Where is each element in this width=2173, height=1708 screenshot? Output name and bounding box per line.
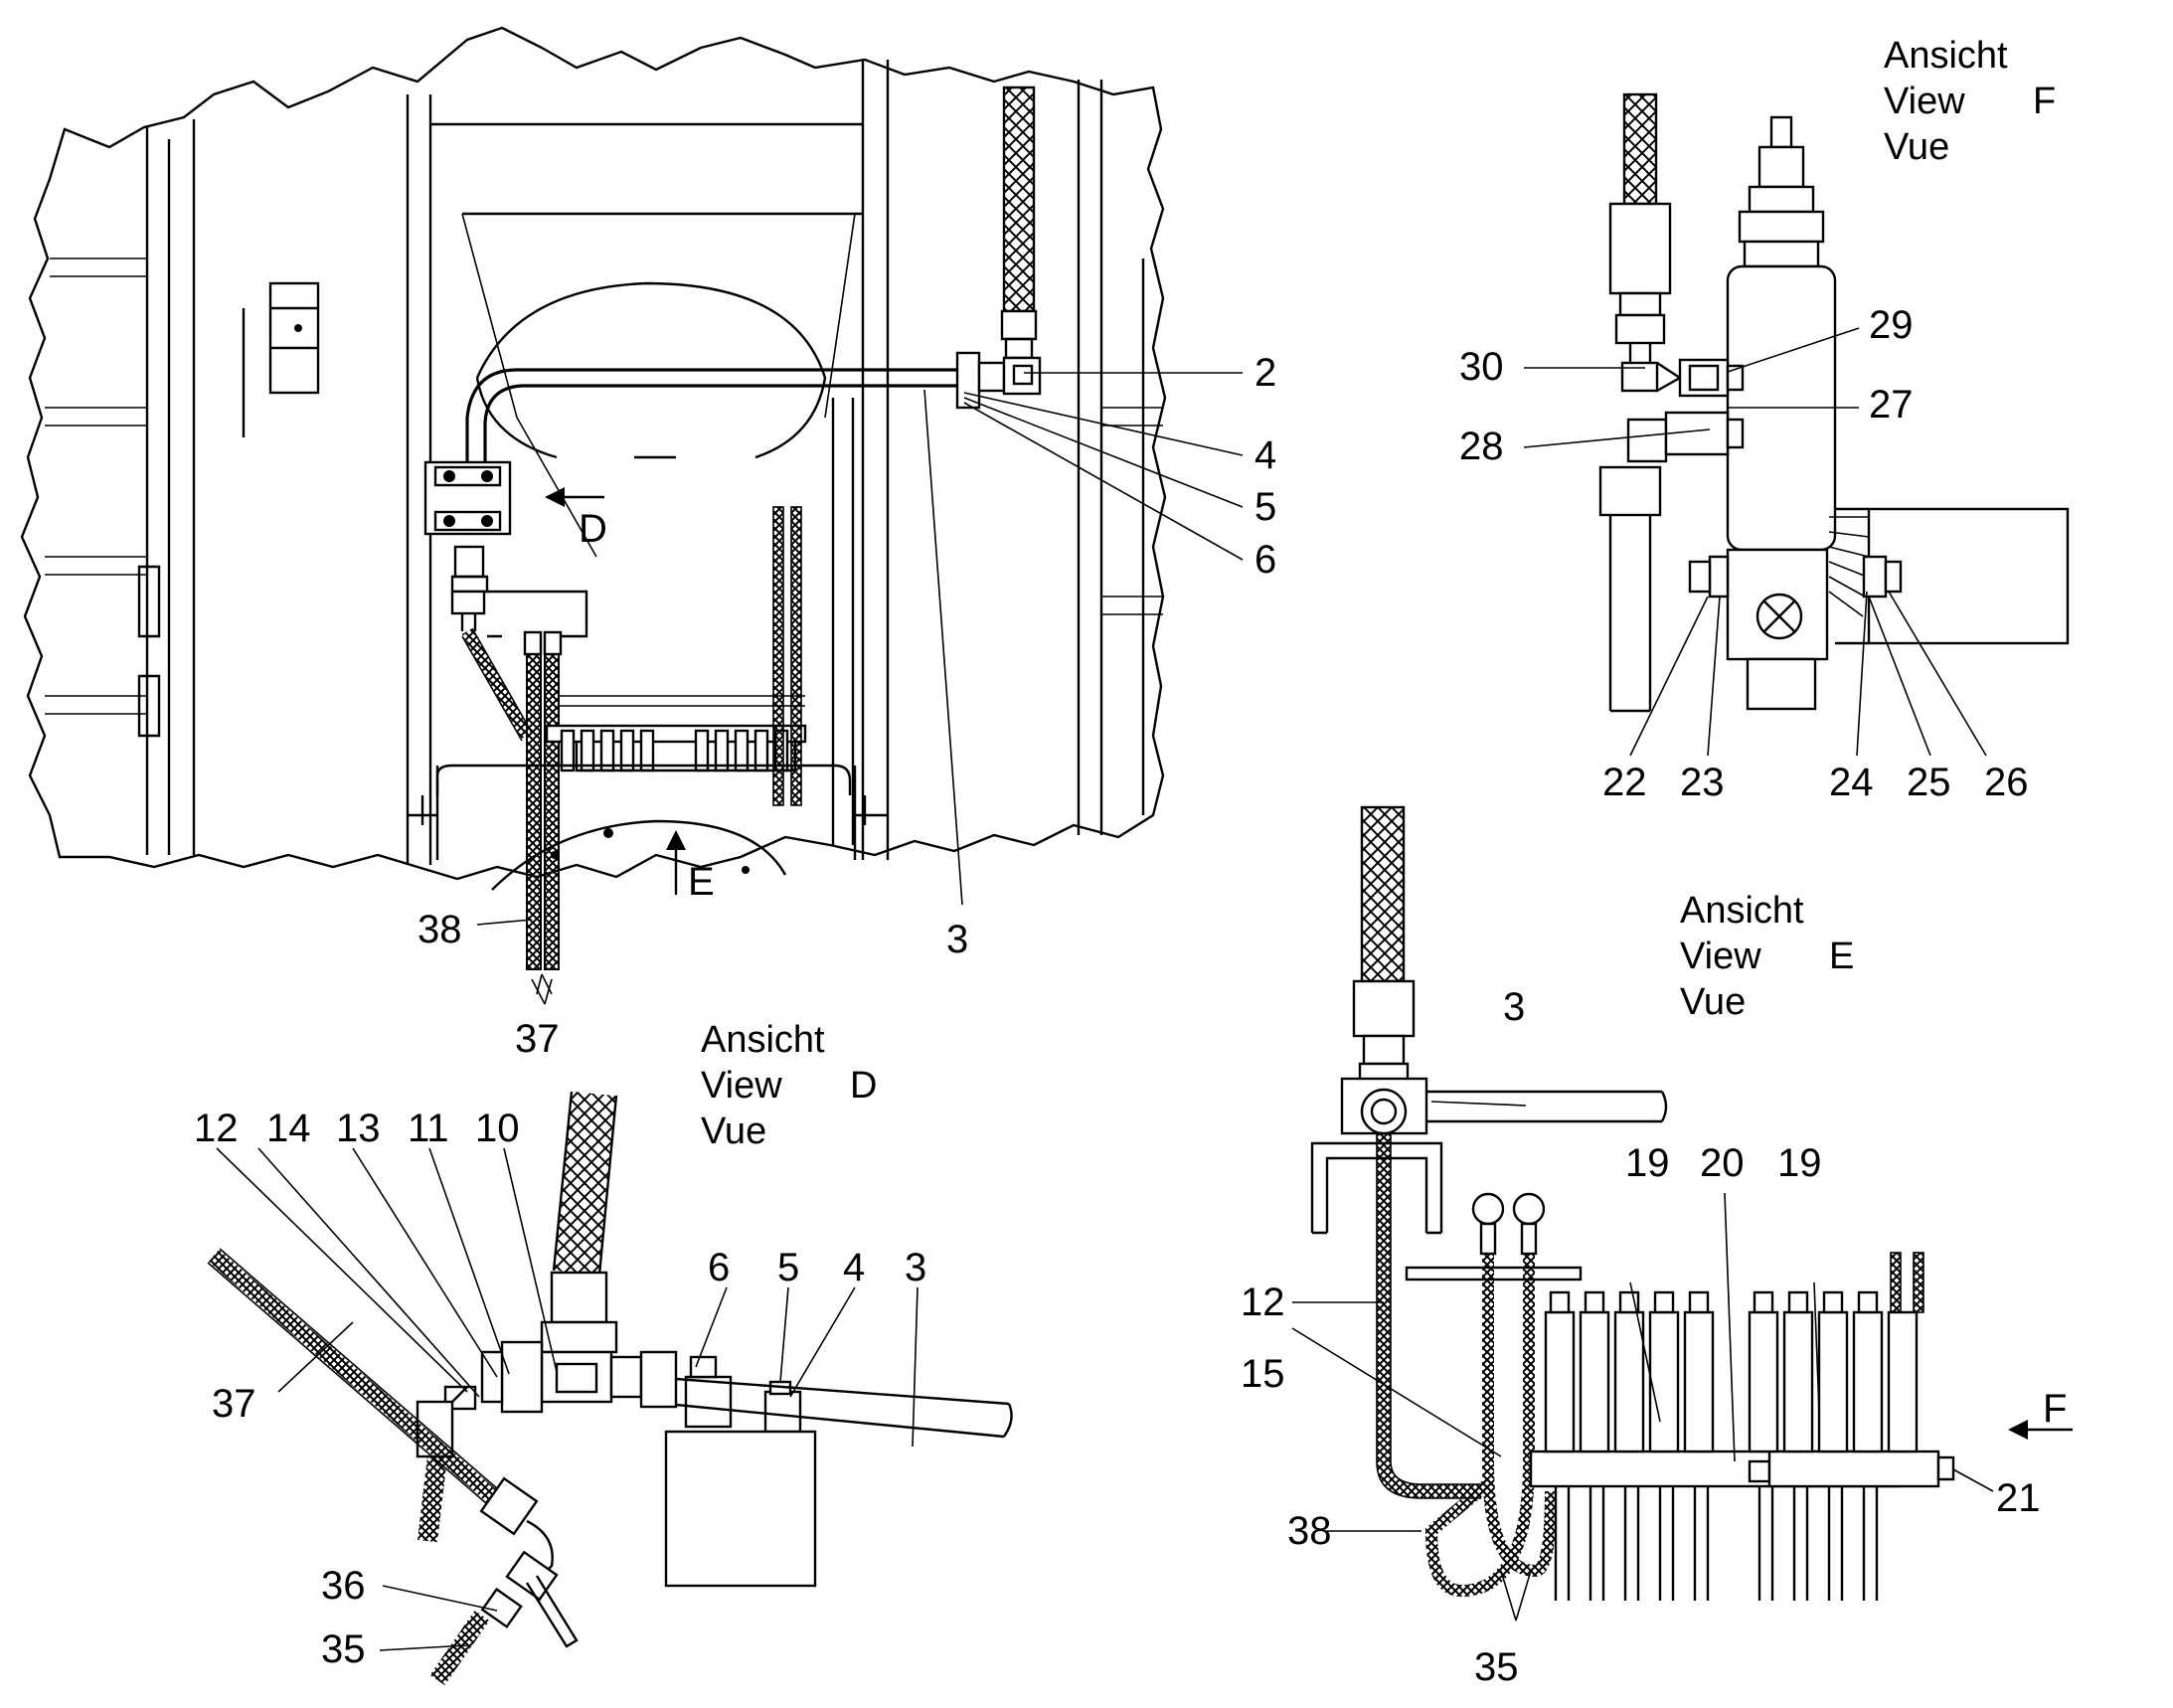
callout-5: 5 — [1254, 485, 1276, 529]
callout-e-35: 35 — [1474, 1645, 1519, 1689]
callout-d-5: 5 — [777, 1246, 799, 1289]
callout-d-37: 37 — [212, 1382, 256, 1426]
callout-27: 27 — [1869, 383, 1914, 427]
callout-38: 38 — [418, 908, 462, 951]
view-e: Ansicht View E Vue — [1241, 805, 2073, 1689]
callout-6: 6 — [1254, 538, 1276, 582]
view-d-title-letter: D — [850, 1065, 877, 1107]
hose-bundle — [461, 627, 805, 970]
frame-break-outline — [20, 26, 1167, 881]
callout-4: 4 — [1254, 433, 1276, 477]
callout-d-11: 11 — [408, 1107, 449, 1150]
main-assembly-view: D — [20, 26, 1276, 1061]
lube-tube — [465, 368, 957, 467]
view-d-title-line2: View — [701, 1065, 782, 1107]
side-bracket — [268, 281, 320, 395]
callout-29: 29 — [1869, 303, 1914, 347]
callout-e-20: 20 — [1700, 1141, 1745, 1185]
view-d-title-line1: Ansicht — [701, 1019, 825, 1061]
view-f: Ansicht View F Vue — [1459, 35, 2070, 804]
callout-3: 3 — [946, 918, 968, 961]
callout-25: 25 — [1907, 761, 1951, 804]
callout-e-15: 15 — [1241, 1352, 1285, 1396]
callout-e-38: 38 — [1287, 1509, 1332, 1553]
view-d-title-line3: Vue — [701, 1110, 766, 1152]
callout-23: 23 — [1680, 761, 1725, 804]
view-f-title-line1: Ansicht — [1884, 35, 2008, 77]
callout-d-3: 3 — [905, 1246, 926, 1289]
callout-e-12: 12 — [1241, 1281, 1285, 1324]
callout-e-19-left: 19 — [1625, 1141, 1670, 1185]
callout-e-21: 21 — [1996, 1476, 2041, 1520]
mount-plate — [664, 1430, 817, 1588]
view-e-title-letter: E — [1829, 936, 1854, 977]
view-marker-f: F — [2043, 1387, 2067, 1431]
callout-e-19-right: 19 — [1777, 1141, 1822, 1185]
callout-28: 28 — [1459, 425, 1504, 468]
callout-e-3: 3 — [1503, 985, 1525, 1029]
view-d: Ansicht View D Vue — [194, 1019, 1013, 1686]
callout-d-4: 4 — [843, 1246, 865, 1289]
view-f-title-letter: F — [2033, 81, 2056, 122]
main-distributor-bar — [545, 724, 807, 772]
view-f-title-line3: Vue — [1884, 126, 1949, 168]
callout-d-12: 12 — [194, 1107, 239, 1150]
view-f-title-line2: View — [1884, 81, 1965, 122]
callout-d-6: 6 — [708, 1246, 730, 1289]
callout-24: 24 — [1829, 761, 1874, 804]
distributor-valves — [1544, 1252, 1924, 1601]
callout-2: 2 — [1254, 351, 1276, 395]
callout-d-36: 36 — [321, 1564, 366, 1608]
view-e-title-line2: View — [1680, 936, 1761, 977]
callout-d-35: 35 — [321, 1627, 366, 1671]
callout-30: 30 — [1459, 345, 1504, 389]
supply-hose — [1002, 85, 1036, 313]
callout-d-10: 10 — [475, 1107, 520, 1150]
callout-22: 22 — [1602, 761, 1647, 804]
callout-d-14: 14 — [266, 1107, 311, 1150]
view-marker-e: E — [688, 860, 715, 904]
callout-d-13: 13 — [336, 1107, 381, 1150]
callout-37: 37 — [515, 1017, 560, 1061]
callout-26: 26 — [1984, 761, 2029, 804]
view-e-title-line3: Vue — [1680, 981, 1746, 1023]
view-e-title-line1: Ansicht — [1680, 890, 1804, 932]
view-marker-d: D — [579, 507, 607, 551]
